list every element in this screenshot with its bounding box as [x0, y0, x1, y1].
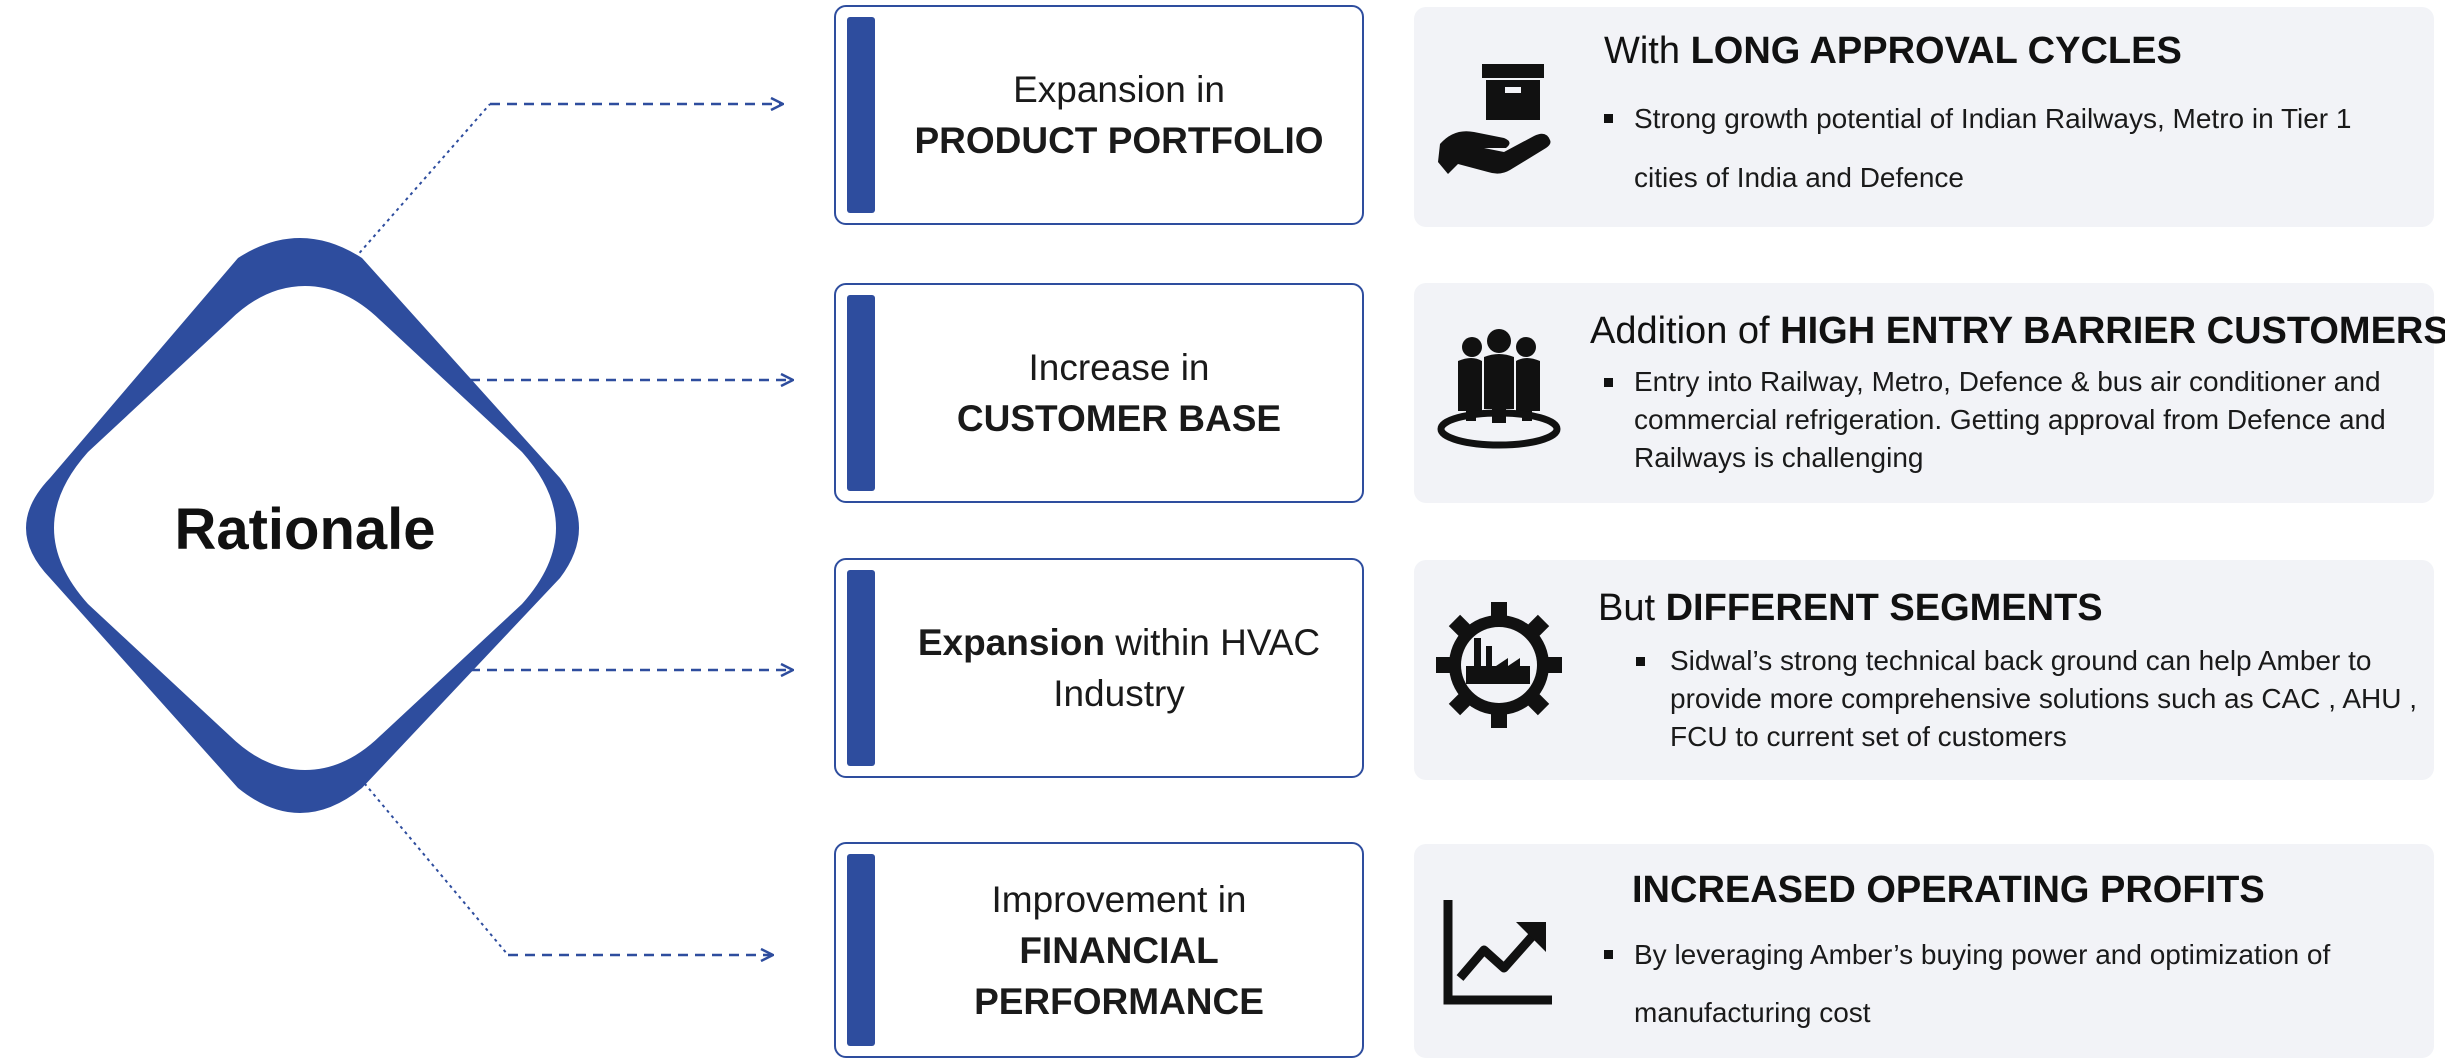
industry-gear-icon	[1436, 602, 1562, 728]
box-line: Expansion in	[1013, 69, 1225, 110]
box-line-bold: FINANCIAL	[1019, 929, 1219, 971]
box-line-bold-part: Expansion	[917, 622, 1105, 663]
rationale-label: Rationale	[174, 497, 436, 562]
box-accent-bar	[847, 295, 875, 491]
connector-row-4	[359, 777, 772, 955]
box-line: Improvement in	[991, 878, 1247, 920]
box-line-bold: CUSTOMER BASE	[956, 398, 1282, 439]
box-line: Industry	[1053, 673, 1185, 714]
hand-holding-box-icon	[1438, 64, 1551, 174]
panel-bullet: Sidwal’s strong technical back ground ca…	[1610, 642, 2422, 756]
panel-title: But DIFFERENT SEGMENTS	[1598, 584, 2103, 632]
panel-title-bold: DIFFERENT SEGMENTS	[1665, 587, 2103, 629]
panel-entry-barrier: Addition of HIGH ENTRY BARRIER CUSTOMERS…	[1414, 283, 2445, 503]
panel-title-prefix: With	[1604, 30, 1691, 72]
panel-bullet: Strong growth potential of Indian Railwa…	[1598, 89, 2418, 207]
panel-approval-cycles: With LONG APPROVAL CYCLES Strong growth …	[1414, 7, 2434, 227]
panel-different-segments: But DIFFERENT SEGMENTS Sidwal’s strong t…	[1414, 560, 2434, 780]
box-line-bold: PERFORMANCE	[974, 980, 1264, 1022]
panel-title-bold: INCREASED OPERATING PROFITS	[1632, 869, 2265, 911]
rationale-diamond: Rationale	[0, 0, 600, 1058]
panel-operating-profits: INCREASED OPERATING PROFITS By leveragin…	[1414, 844, 2434, 1058]
box-line-part: within HVAC	[1104, 622, 1321, 663]
box-financial-performance: Improvement in FINANCIAL PERFORMANCE	[834, 842, 1364, 1058]
box-accent-bar	[847, 854, 875, 1046]
box-hvac-expansion: Expansion within HVAC Industry	[834, 558, 1364, 778]
box-product-portfolio: Expansion in PRODUCT PORTFOLIO	[834, 5, 1364, 225]
panel-title: Addition of HIGH ENTRY BARRIER CUSTOMERS	[1590, 307, 2445, 355]
box-line: Expansion within HVAC	[918, 617, 1320, 668]
panel-title: INCREASED OPERATING PROFITS	[1632, 866, 2265, 914]
panel-bullet: Entry into Railway, Metro, Defence & bus…	[1598, 363, 2418, 477]
box-line-bold: PRODUCT PORTFOLIO	[914, 120, 1324, 161]
box-customer-base: Increase in CUSTOMER BASE	[834, 283, 1364, 503]
panel-bullet: By leveraging Amber’s buying power and o…	[1598, 926, 2418, 1042]
box-accent-bar	[847, 17, 875, 213]
box-line: Increase in	[1028, 347, 1210, 388]
growth-chart-icon	[1443, 900, 1552, 1005]
panel-title-prefix: Addition of	[1590, 310, 1781, 352]
panel-title-prefix: But	[1598, 587, 1666, 629]
box-accent-bar	[847, 570, 875, 766]
customer-group-icon	[1437, 329, 1561, 449]
panel-title-bold: LONG APPROVAL CYCLES	[1690, 30, 2182, 72]
connector-row-1	[354, 104, 782, 259]
diamond-shape	[26, 238, 579, 813]
panel-title-bold: HIGH ENTRY BARRIER CUSTOMERS	[1780, 310, 2445, 352]
panel-title: With LONG APPROVAL CYCLES	[1604, 27, 2182, 75]
